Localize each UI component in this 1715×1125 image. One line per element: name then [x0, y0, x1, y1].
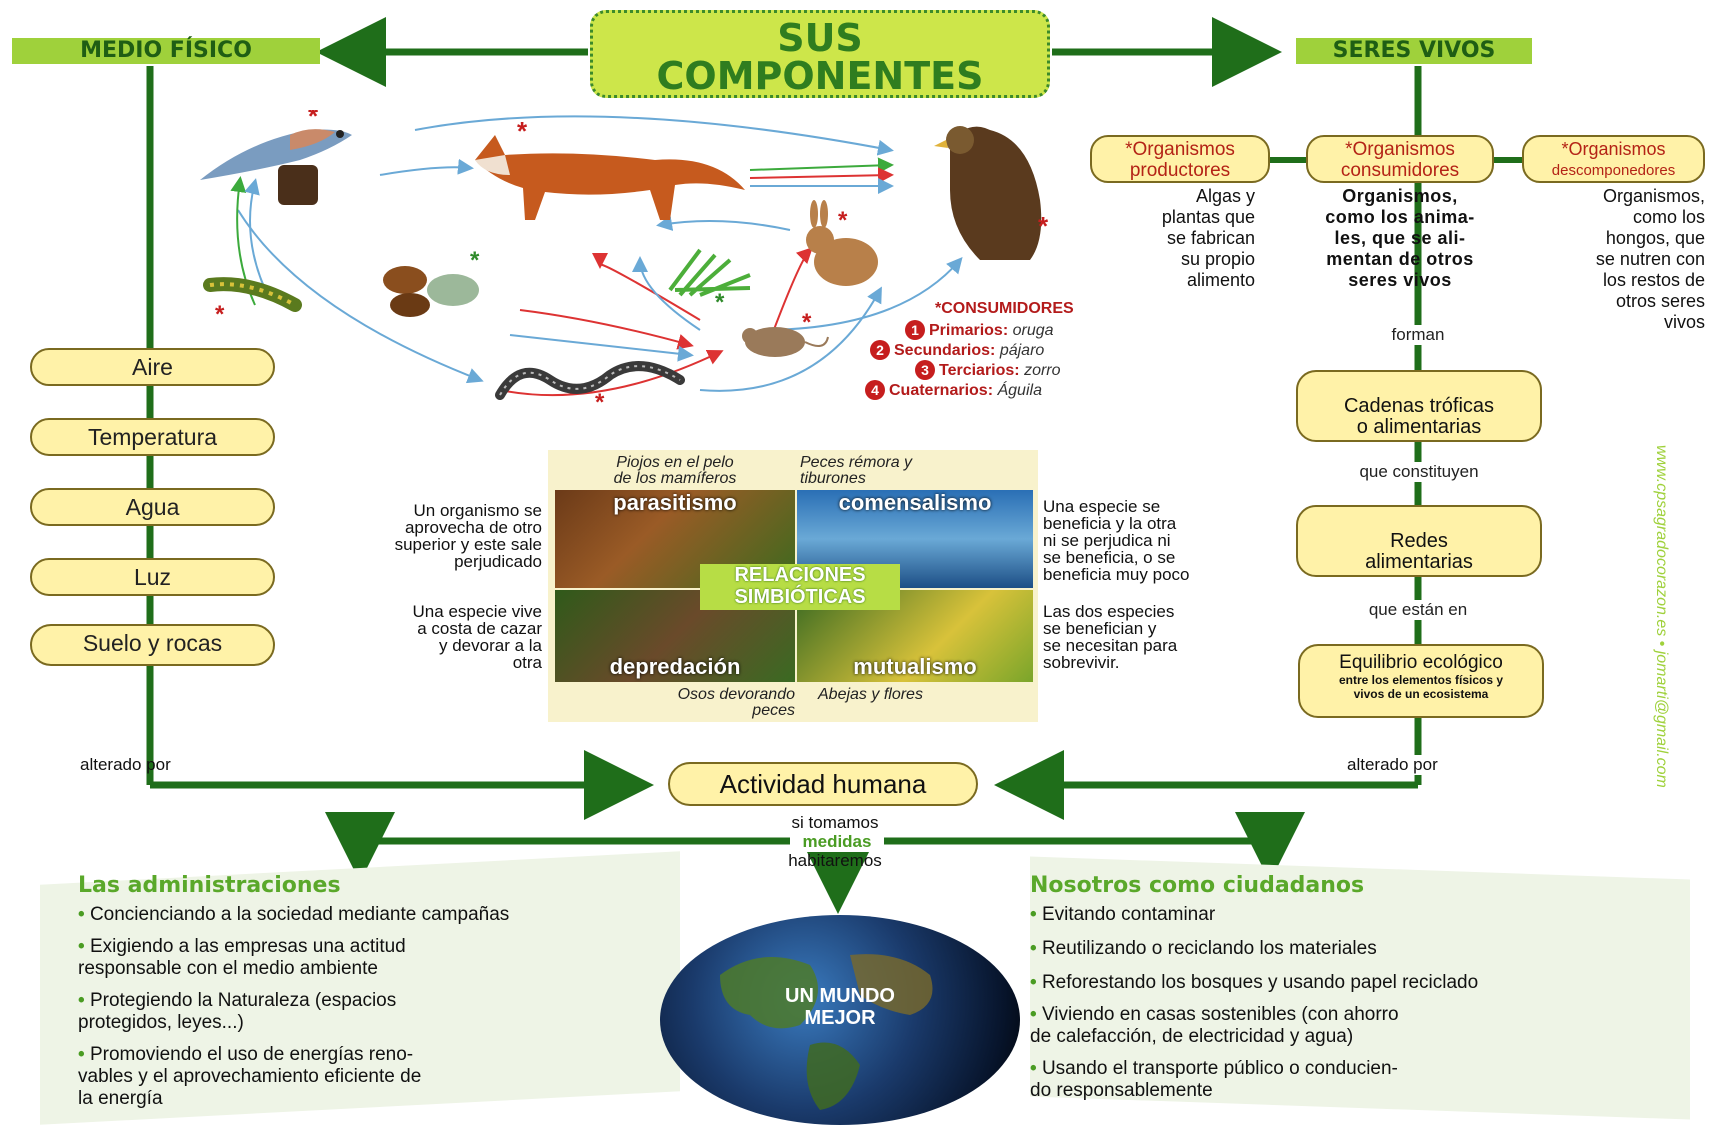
- mutualismo-desc: Las dos especies se benefician y se nece…: [1043, 602, 1178, 672]
- rabbit-icon: *: [798, 200, 888, 288]
- svg-text:*: *: [1038, 211, 1049, 241]
- agua-pill: Agua: [30, 488, 275, 526]
- si-tomamos-label: si tomamos: [791, 813, 879, 832]
- consumidores-header: *CONSUMIDORES: [935, 300, 1074, 317]
- svg-text:*: *: [595, 389, 605, 410]
- caterpillar-icon: *: [200, 270, 310, 328]
- comensalismo-desc: Una especie se beneficia y la otra ni se…: [1043, 497, 1190, 584]
- administraciones-list: • Concienciando a la sociedad mediante c…: [78, 904, 688, 1110]
- title-line1: SUS: [777, 16, 863, 60]
- svg-text:*: *: [838, 207, 848, 234]
- cadenas-box: Cadenas tróficas o alimentarias: [1296, 370, 1542, 442]
- administraciones-title: Las administraciones: [78, 873, 341, 898]
- alterado-por-right: alterado por: [1345, 755, 1440, 775]
- productores-desc: Algas y plantas que se fabrican su propi…: [1161, 186, 1255, 290]
- seres-vivos-banner: SERES VIVOS: [1296, 38, 1532, 64]
- mutualismo-photo: mutualismo: [797, 590, 1033, 682]
- actividad-humana-pill: Actividad humana: [668, 762, 978, 806]
- mutualismo-caption: Abejas y flores: [818, 686, 923, 703]
- title-line2: COMPONENTES: [656, 54, 984, 98]
- parasitismo-caption: Piojos en el pelo de los mamíferos: [613, 454, 737, 487]
- title-box: SUS COMPONENTES: [590, 10, 1050, 98]
- svg-text:*: *: [215, 301, 225, 325]
- depredacion-label: depredación: [609, 654, 741, 679]
- mouse-icon: *: [730, 309, 830, 362]
- svg-text:*: *: [470, 250, 480, 274]
- fox-icon: *: [455, 116, 755, 225]
- redes-box: Redes alimentarias: [1296, 505, 1542, 577]
- medidas-label: medidas: [790, 832, 884, 852]
- que-constituyen-label: que constituyen: [1316, 462, 1522, 482]
- list-item: • Reutilizando o reciclando los material…: [1030, 938, 1377, 959]
- badge-1: 1: [905, 320, 925, 340]
- equilibrio-box: Equilibrio ecológico entre los elementos…: [1298, 644, 1544, 718]
- list-item: • Reforestando los bosques y usando pape…: [1030, 972, 1479, 993]
- alterado-por-left: alterado por: [80, 755, 171, 774]
- badge-3: 3: [915, 360, 935, 380]
- grass-icon: *: [660, 240, 760, 316]
- ciudadanos-list: • Evitando contaminar • Reutilizando o r…: [1030, 904, 1690, 1102]
- consumidores-desc: Organismos, como los anima- les, que se …: [1325, 186, 1475, 290]
- mutualismo-label: mutualismo: [853, 654, 977, 679]
- temperatura-pill: Temperatura: [30, 418, 275, 456]
- descomponedores-box: *Organismos descomponedores: [1522, 135, 1705, 183]
- globe-line2: MEJOR: [804, 1007, 876, 1029]
- comensalismo-caption: Peces rémora y tiburones: [800, 454, 913, 487]
- svg-text:*: *: [308, 110, 319, 131]
- badge-2: 2: [870, 340, 890, 360]
- descomponedores-desc: Organismos, como los hongos, que se nutr…: [1595, 186, 1705, 332]
- parasitismo-desc: Un organismo se aprovecha de otro superi…: [394, 501, 542, 571]
- watermark-text: www.cpsagradocorazon.es • jomarti@gmail.…: [1653, 445, 1670, 788]
- comensalismo-label: comensalismo: [838, 490, 992, 515]
- forman-label: forman: [1340, 325, 1496, 345]
- depredacion-caption: Osos devorando peces: [677, 686, 795, 719]
- svg-text:*: *: [715, 289, 725, 310]
- depredacion-desc: Una especie vive a costa de cazar y devo…: [412, 602, 542, 672]
- list-item: • Viviendo en casas sostenibles (con aho…: [1030, 1004, 1399, 1047]
- snake-icon: *: [490, 340, 690, 416]
- globe-icon: UN MUNDO MEJOR: [660, 915, 1020, 1125]
- relaciones-simbioticas-label: RELACIONES SIMBIÓTICAS: [700, 564, 900, 610]
- medio-fisico-banner: MEDIO FÍSICO: [12, 38, 320, 64]
- eagle-icon: *: [920, 110, 1060, 270]
- jay-bird-icon: *: [190, 101, 360, 210]
- globe-line1: UN MUNDO: [785, 985, 895, 1007]
- luz-pill: Luz: [30, 558, 275, 596]
- list-item: • Evitando contaminar: [1030, 904, 1216, 925]
- acorn-plant-icon: *: [375, 247, 495, 320]
- que-estan-en-label: que están en: [1330, 600, 1506, 620]
- svg-text:*: *: [517, 120, 528, 146]
- list-item: • Concienciando a la sociedad mediante c…: [78, 904, 510, 925]
- list-item: • Promoviendo el uso de energías reno-va…: [78, 1044, 422, 1109]
- list-item: • Usando el transporte público o conduci…: [1030, 1058, 1398, 1101]
- habitaremos-label: habitaremos: [788, 851, 882, 870]
- ciudadanos-title: Nosotros como ciudadanos: [1030, 873, 1365, 898]
- productores-box: *Organismos productores: [1090, 135, 1270, 183]
- parasitismo-label: parasitismo: [613, 490, 737, 515]
- aire-pill: Aire: [30, 348, 275, 386]
- svg-text:*: *: [802, 312, 812, 336]
- badge-4: 4: [865, 380, 885, 400]
- consumidores-box: *Organismos consumidores: [1306, 135, 1494, 183]
- suelo-rocas-pill: Suelo y rocas: [30, 624, 275, 666]
